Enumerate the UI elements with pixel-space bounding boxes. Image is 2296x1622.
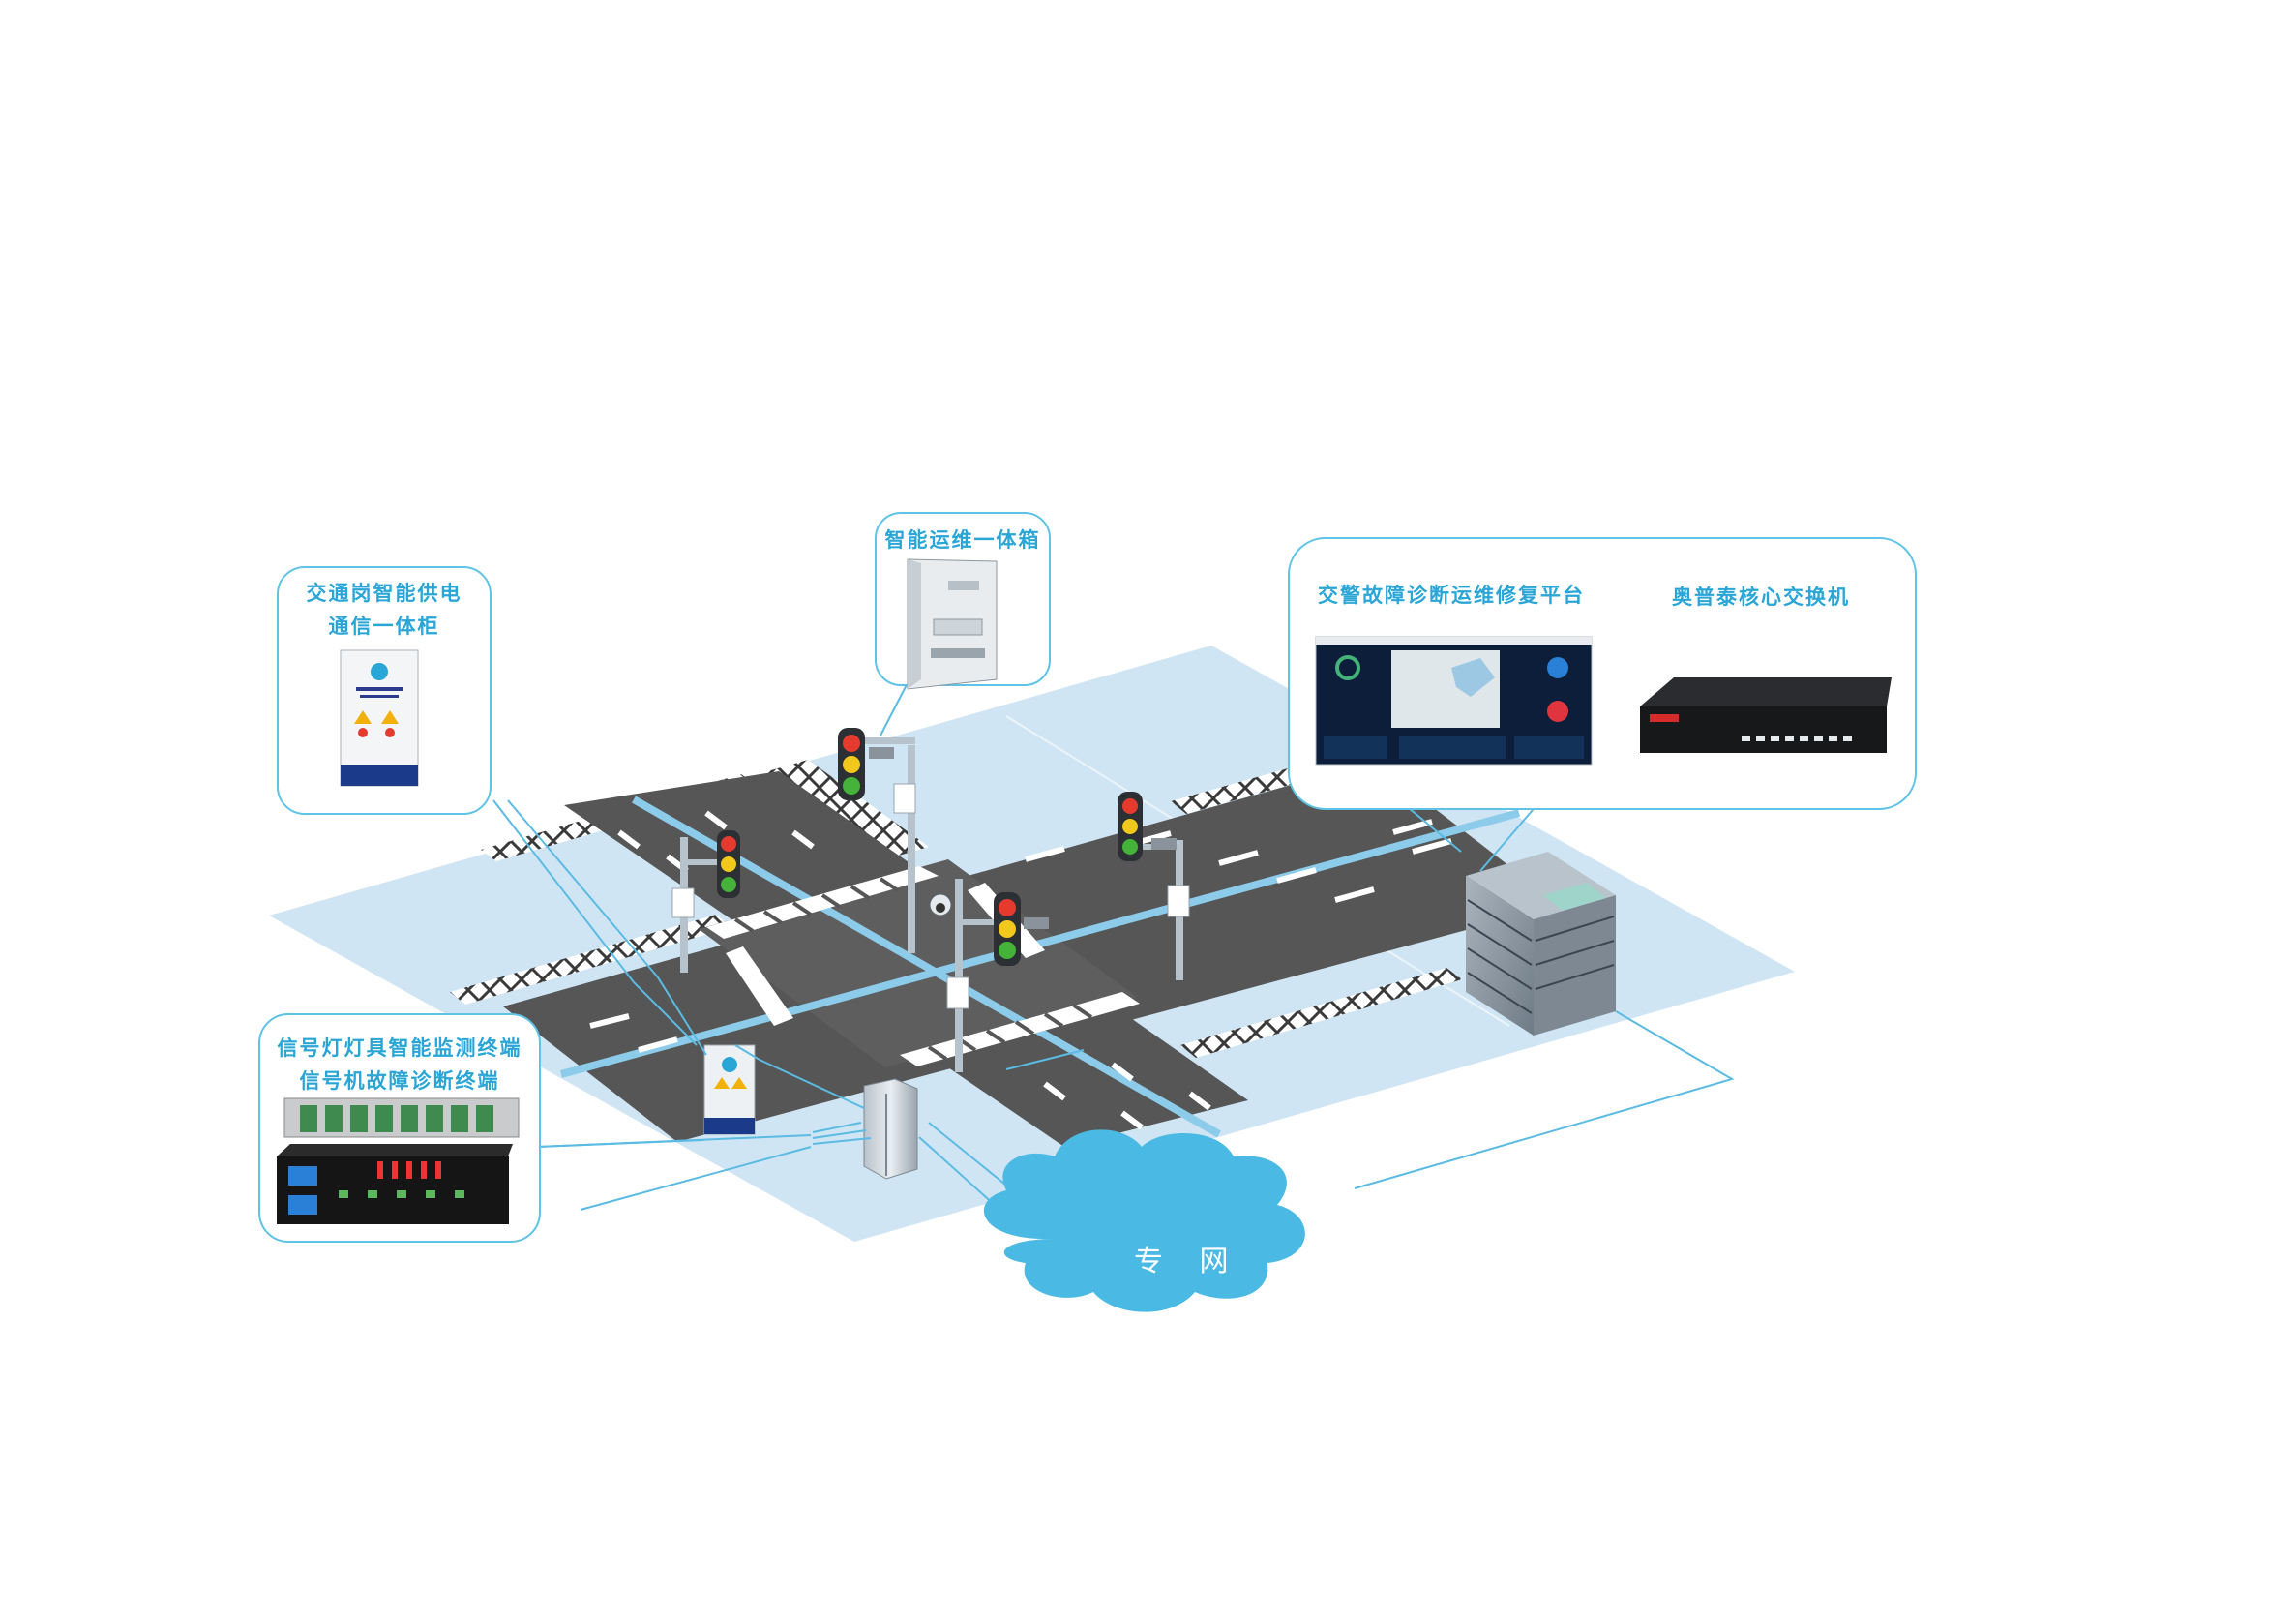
terminals-title-line1: 信号灯灯具智能监测终端 [277,1036,522,1060]
intelligent-maintenance-box [863,1078,918,1180]
network-links [492,669,1735,1225]
street-power-cabinet [703,1044,756,1135]
terminals-title-line2: 信号机故障诊断终端 [299,1069,500,1093]
cabinet-title-line2: 通信一体柜 [328,615,440,638]
maintenance-box-title: 智能运维一体箱 [884,528,1041,552]
cabinet-callout-title: 交通岗智能供电 通信一体柜 [278,577,491,643]
power-comm-cabinet-image [340,649,419,787]
core-switch-image [1640,677,1892,753]
traffic-light-poles [671,728,1190,1072]
platform-dashboard-image [1315,636,1593,766]
office-building [1466,852,1616,1036]
terminal-devices-image [277,1097,520,1224]
private-network-label: 专 网 [1134,1245,1242,1278]
terminals-callout-title: 信号灯灯具智能监测终端 信号机故障诊断终端 [259,1032,540,1097]
private-network-cloud [983,1129,1305,1312]
cabinet-title-line1: 交通岗智能供电 [306,582,462,605]
roads [503,762,1560,1147]
maintenance-box-image [907,558,998,690]
platform-title: 交警故障诊断运维修复平台 [1318,584,1585,607]
core-switch-title: 奥普泰核心交换机 [1672,586,1850,609]
